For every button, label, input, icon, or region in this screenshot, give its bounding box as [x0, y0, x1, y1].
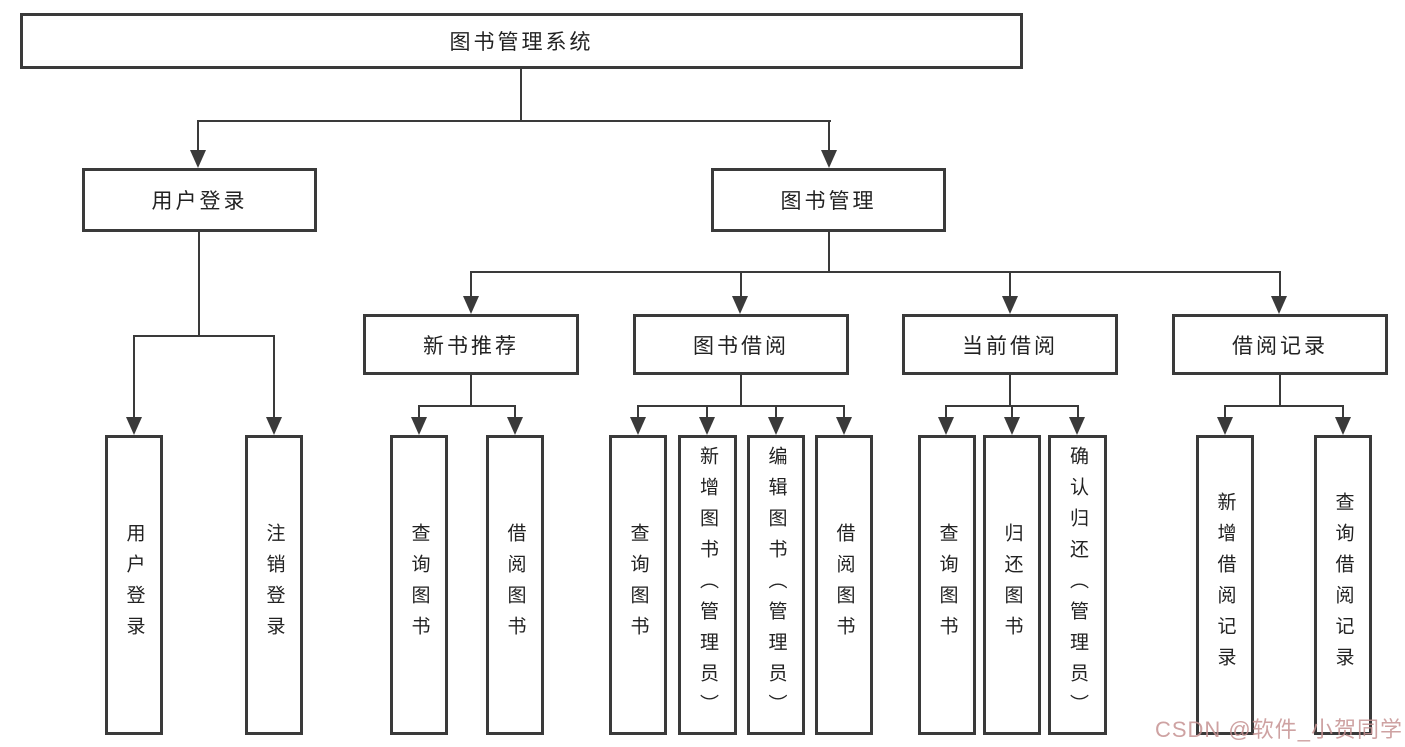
connector-line: [637, 405, 639, 419]
connector-line: [1279, 375, 1281, 407]
node-label: 用户登录: [151, 190, 248, 213]
node-label: 查询图书: [408, 523, 430, 647]
connector-line: [1011, 405, 1013, 419]
arrow-down-icon: [1335, 417, 1351, 435]
arrow-down-icon: [190, 150, 206, 168]
connector-line: [637, 405, 845, 407]
node-label: 图书借阅: [693, 334, 789, 358]
node-label: 新增借阅记录: [1214, 492, 1236, 678]
arrow-down-icon: [1002, 296, 1018, 314]
connector-line: [418, 405, 516, 407]
leaf-add-book-admin: 新增图书（管理员）: [678, 435, 737, 735]
connector-line: [1224, 405, 1226, 419]
leaf-query-books-borrowing: 查询图书: [609, 435, 667, 735]
node-book-borrowing: 图书借阅: [633, 314, 849, 375]
node-borrowing-records: 借阅记录: [1172, 314, 1388, 375]
node-label: 新增图书（管理员）: [697, 445, 718, 725]
connector-line: [1224, 405, 1344, 407]
connector-line: [197, 120, 199, 152]
connector-line: [133, 335, 275, 337]
connector-line: [1077, 405, 1079, 419]
node-label: 借阅图书: [504, 523, 526, 647]
arrow-down-icon: [411, 417, 427, 435]
connector-line: [197, 120, 831, 122]
node-label: 注销登录: [263, 523, 285, 647]
connector-line: [520, 69, 522, 121]
node-label: 借阅图书: [833, 523, 855, 647]
node-label: 查询图书: [627, 523, 649, 647]
connector-line: [1009, 375, 1011, 407]
arrow-down-icon: [266, 417, 282, 435]
leaf-query-books-current: 查询图书: [918, 435, 976, 735]
node-label: 确认归还（管理员）: [1067, 445, 1088, 725]
leaf-add-borrow-record: 新增借阅记录: [1196, 435, 1254, 735]
arrow-down-icon: [1217, 417, 1233, 435]
arrow-down-icon: [768, 417, 784, 435]
connector-line: [514, 405, 516, 419]
leaf-query-books-recommend: 查询图书: [390, 435, 448, 735]
connector-line: [198, 232, 200, 335]
arrow-down-icon: [836, 417, 852, 435]
node-label: 用户登录: [123, 523, 145, 647]
node-label: 图书管理系统: [449, 31, 594, 54]
arrow-down-icon: [630, 417, 646, 435]
node-label: 归还图书: [1001, 523, 1023, 647]
arrow-down-icon: [821, 150, 837, 168]
node-label: 查询借阅记录: [1332, 492, 1354, 678]
node-label: 查询图书: [936, 523, 958, 647]
leaf-query-borrow-record: 查询借阅记录: [1314, 435, 1372, 735]
arrow-down-icon: [463, 296, 479, 314]
connector-line: [470, 375, 472, 407]
connector-line: [828, 232, 830, 273]
arrow-down-icon: [126, 417, 142, 435]
node-library-management-system: 图书管理系统: [20, 13, 1023, 69]
connector-line: [133, 335, 135, 419]
node-label: 编辑图书（管理员）: [765, 445, 787, 725]
arrow-down-icon: [507, 417, 523, 435]
connector-line: [470, 271, 472, 298]
connector-line: [828, 120, 830, 152]
arrow-down-icon: [938, 417, 954, 435]
arrow-down-icon: [699, 417, 715, 435]
connector-line: [740, 375, 742, 407]
arrow-down-icon: [732, 296, 748, 314]
node-label: 图书管理: [780, 190, 877, 213]
connector-line: [740, 271, 742, 298]
csdn-watermark: CSDN @软件_小贺同学: [1154, 717, 1403, 742]
connector-line: [273, 335, 275, 419]
arrow-down-icon: [1004, 417, 1020, 435]
leaf-return-books: 归还图书: [983, 435, 1041, 735]
leaf-borrow-books-recommend: 借阅图书: [486, 435, 544, 735]
connector-line: [843, 405, 845, 419]
node-new-book-recommendation: 新书推荐: [363, 314, 579, 375]
node-current-borrowing: 当前借阅: [902, 314, 1118, 375]
leaf-edit-book-admin: 编辑图书（管理员）: [747, 435, 805, 735]
leaf-confirm-return-admin: 确认归还（管理员）: [1048, 435, 1107, 735]
arrow-down-icon: [1069, 417, 1085, 435]
connector-line: [470, 271, 1281, 273]
node-label: 借阅记录: [1232, 334, 1328, 358]
node-label: 当前借阅: [962, 334, 1058, 358]
node-book-management: 图书管理: [711, 168, 946, 232]
leaf-logout: 注销登录: [245, 435, 303, 735]
connector-line: [1279, 271, 1281, 298]
node-label: 新书推荐: [423, 334, 519, 358]
connector-line: [775, 405, 777, 419]
connector-line: [1009, 271, 1011, 298]
leaf-user-login: 用户登录: [105, 435, 163, 735]
connector-line: [945, 405, 947, 419]
connector-line: [1342, 405, 1344, 419]
leaf-borrow-books-borrowing: 借阅图书: [815, 435, 873, 735]
connector-line: [706, 405, 708, 419]
arrow-down-icon: [1271, 296, 1287, 314]
node-user-login: 用户登录: [82, 168, 317, 232]
connector-line: [418, 405, 420, 419]
